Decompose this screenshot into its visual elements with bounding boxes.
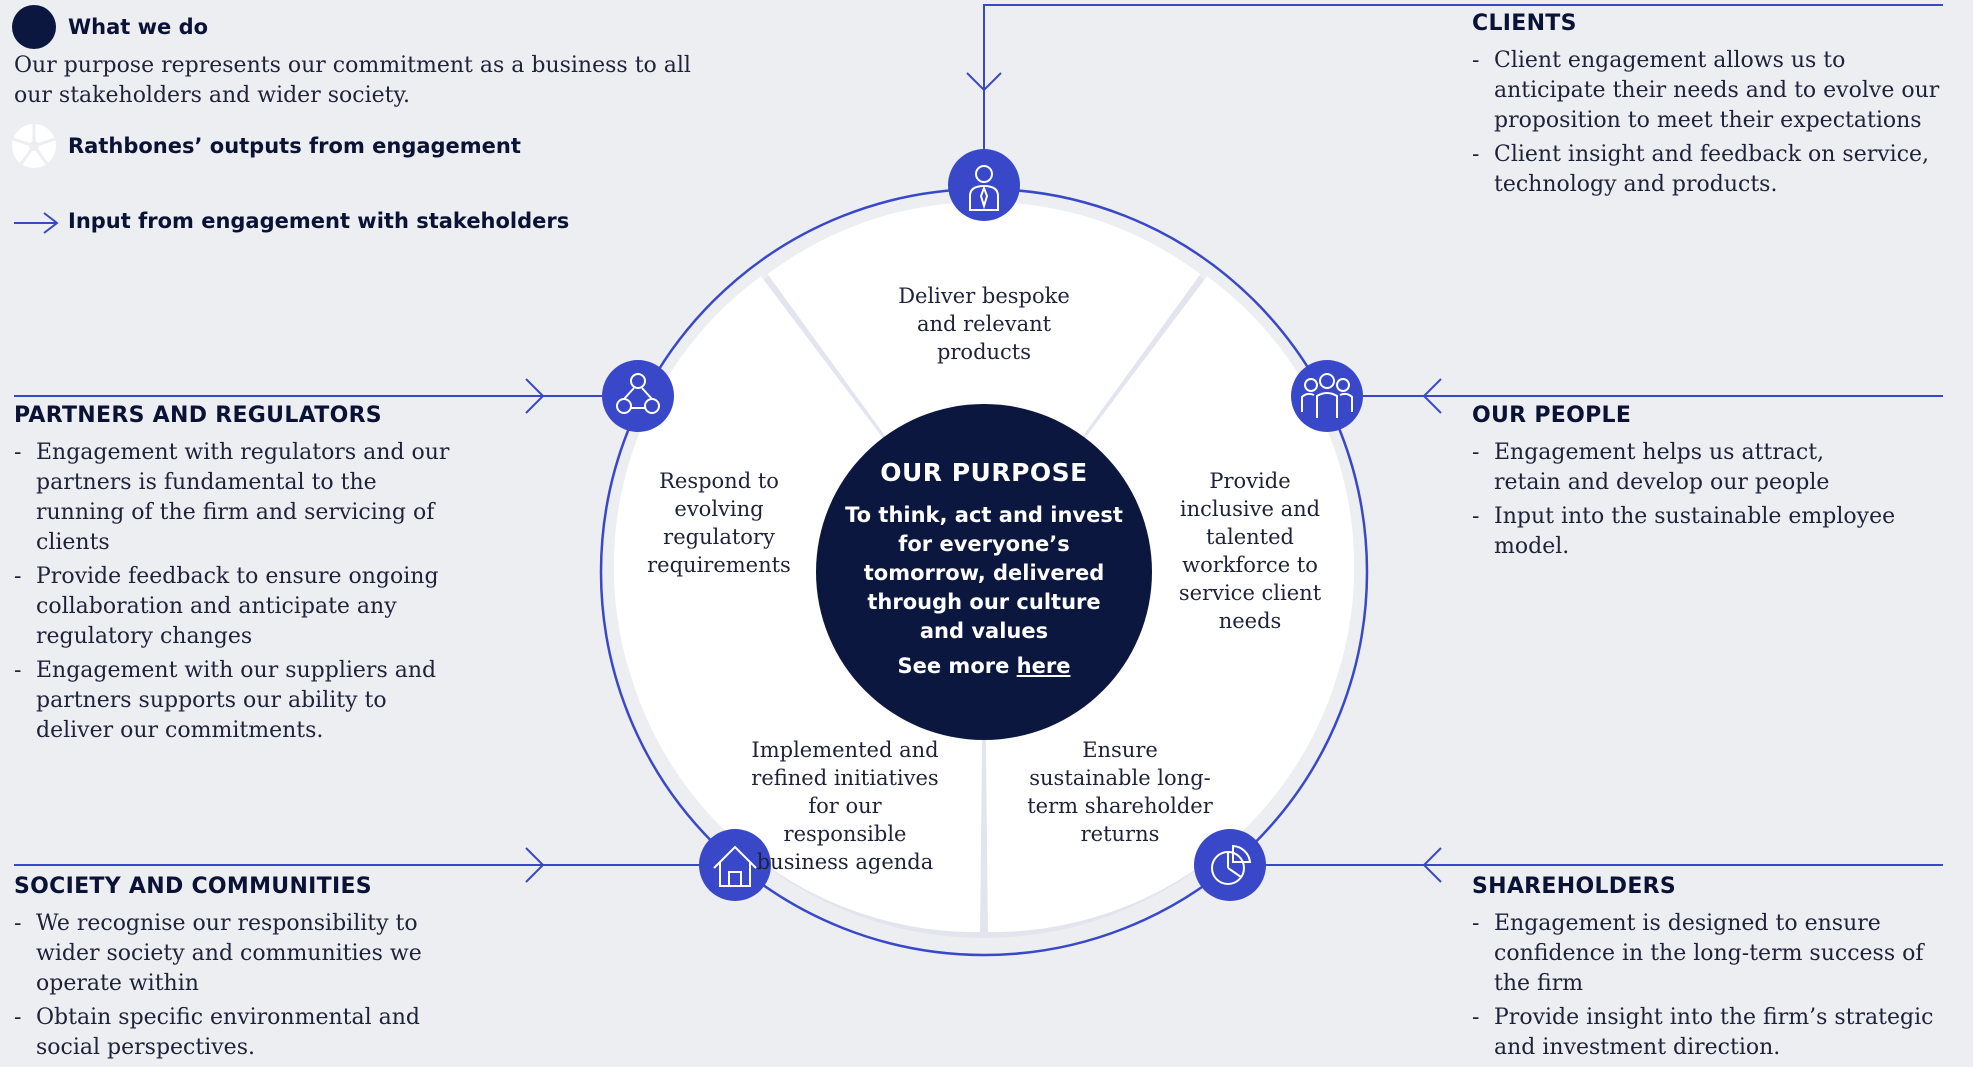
partners-input-arrow	[525, 378, 545, 414]
legend-what-we-do-text: Our purpose represents our commitment as…	[14, 53, 691, 108]
people-bullet: Engagement helps us attract, retain and …	[1472, 438, 1894, 498]
segment-label-bottom-right: Ensure sustainable long-term shareholder…	[1027, 738, 1213, 846]
clients-bullet: Client engagement allows us to anticipat…	[1472, 46, 1952, 136]
partners-bullet: Provide feedback to ensure ongoing colla…	[14, 562, 454, 652]
segment-label-right: Provide inclusive and talented workforce…	[1178, 469, 1322, 633]
shareholders-icon-bg	[1194, 829, 1266, 901]
partners-section: PARTNERS AND REGULATORS Engagement with …	[14, 403, 454, 750]
people-section: OUR PEOPLE Engagement helps us attract, …	[1472, 403, 1962, 566]
segment-label-top: Deliver bespoke and relevant products	[898, 284, 1070, 364]
shareholders-bullet: Engagement is designed to ensure confide…	[1472, 909, 1942, 999]
outputs-wheel-icon	[12, 124, 56, 168]
person-tie-icon	[969, 165, 999, 211]
clients-connector-line	[983, 4, 1943, 185]
partners-bullet: Engagement with regulators and our partn…	[14, 438, 454, 558]
segment-label-left: Respond to evolving regulatory requireme…	[647, 469, 791, 577]
partners-title: PARTNERS AND REGULATORS	[14, 403, 382, 428]
legend-what-we-do: What we do	[68, 15, 209, 39]
purpose-circle	[816, 404, 1152, 740]
people-input-arrow	[1422, 378, 1442, 414]
clients-bullets: Client engagement allows us to anticipat…	[1472, 46, 1952, 200]
pie-chart-icon	[1211, 844, 1252, 885]
society-bullet: We recognise our responsibility to wider…	[14, 909, 434, 999]
clients-bullet: Client insight and feedback on service, …	[1472, 140, 1952, 200]
society-icon-bg	[699, 829, 771, 901]
segment-label-bottom-left: Implemented and refined initiatives for …	[751, 738, 939, 874]
clients-section: CLIENTS Client engagement allows us to a…	[1472, 11, 1952, 204]
network-icon	[616, 373, 660, 414]
see-more-link[interactable]: here	[1016, 654, 1071, 678]
clients-input-arrow	[966, 72, 1002, 92]
purpose-text: To think, act and invest for everyone’s …	[845, 503, 1123, 643]
society-title: SOCIETY AND COMMUNITIES	[14, 874, 372, 899]
society-bullets: We recognise our responsibility to wider…	[14, 909, 434, 1063]
people-icon-bg	[1291, 360, 1363, 432]
shareholders-section: SHAREHOLDERS Engagement is designed to e…	[1472, 874, 1942, 1067]
clients-title: CLIENTS	[1472, 11, 1577, 36]
shareholders-input-arrow	[1422, 847, 1442, 883]
see-more-line: See more here	[844, 654, 1124, 678]
people-group-icon	[1301, 373, 1353, 418]
society-input-arrow	[525, 847, 545, 883]
people-bullets: Engagement helps us attract, retain and …	[1472, 438, 1962, 562]
society-section: SOCIETY AND COMMUNITIES We recognise our…	[14, 874, 434, 1067]
shareholders-bullets: Engagement is designed to ensure confide…	[1472, 909, 1942, 1063]
input-arrow-icon	[14, 212, 59, 234]
see-more-label: See more	[897, 654, 1010, 678]
partners-bullets: Engagement with regulators and our partn…	[14, 438, 454, 746]
purpose-content: OUR PURPOSE To think, act and invest for…	[844, 458, 1124, 678]
people-title: OUR PEOPLE	[1472, 403, 1632, 428]
house-icon	[713, 845, 757, 887]
shareholders-title: SHAREHOLDERS	[1472, 874, 1677, 899]
partners-bullet: Engagement with our suppliers and partne…	[14, 656, 454, 746]
purpose-title: OUR PURPOSE	[880, 458, 1088, 487]
legend-input: Input from engagement with stakeholders	[68, 209, 570, 233]
legend-outputs: Rathbones’ outputs from engagement	[68, 134, 521, 158]
segment-top	[767, 201, 1201, 572]
what-we-do-icon	[12, 5, 56, 49]
shareholders-bullet: Provide insight into the firm’s strategi…	[1472, 1003, 1942, 1063]
society-bullet: Obtain specific environmental and social…	[14, 1003, 434, 1063]
partners-icon-bg	[602, 360, 674, 432]
people-bullet: Input into the sustainable employee mode…	[1472, 502, 1962, 562]
